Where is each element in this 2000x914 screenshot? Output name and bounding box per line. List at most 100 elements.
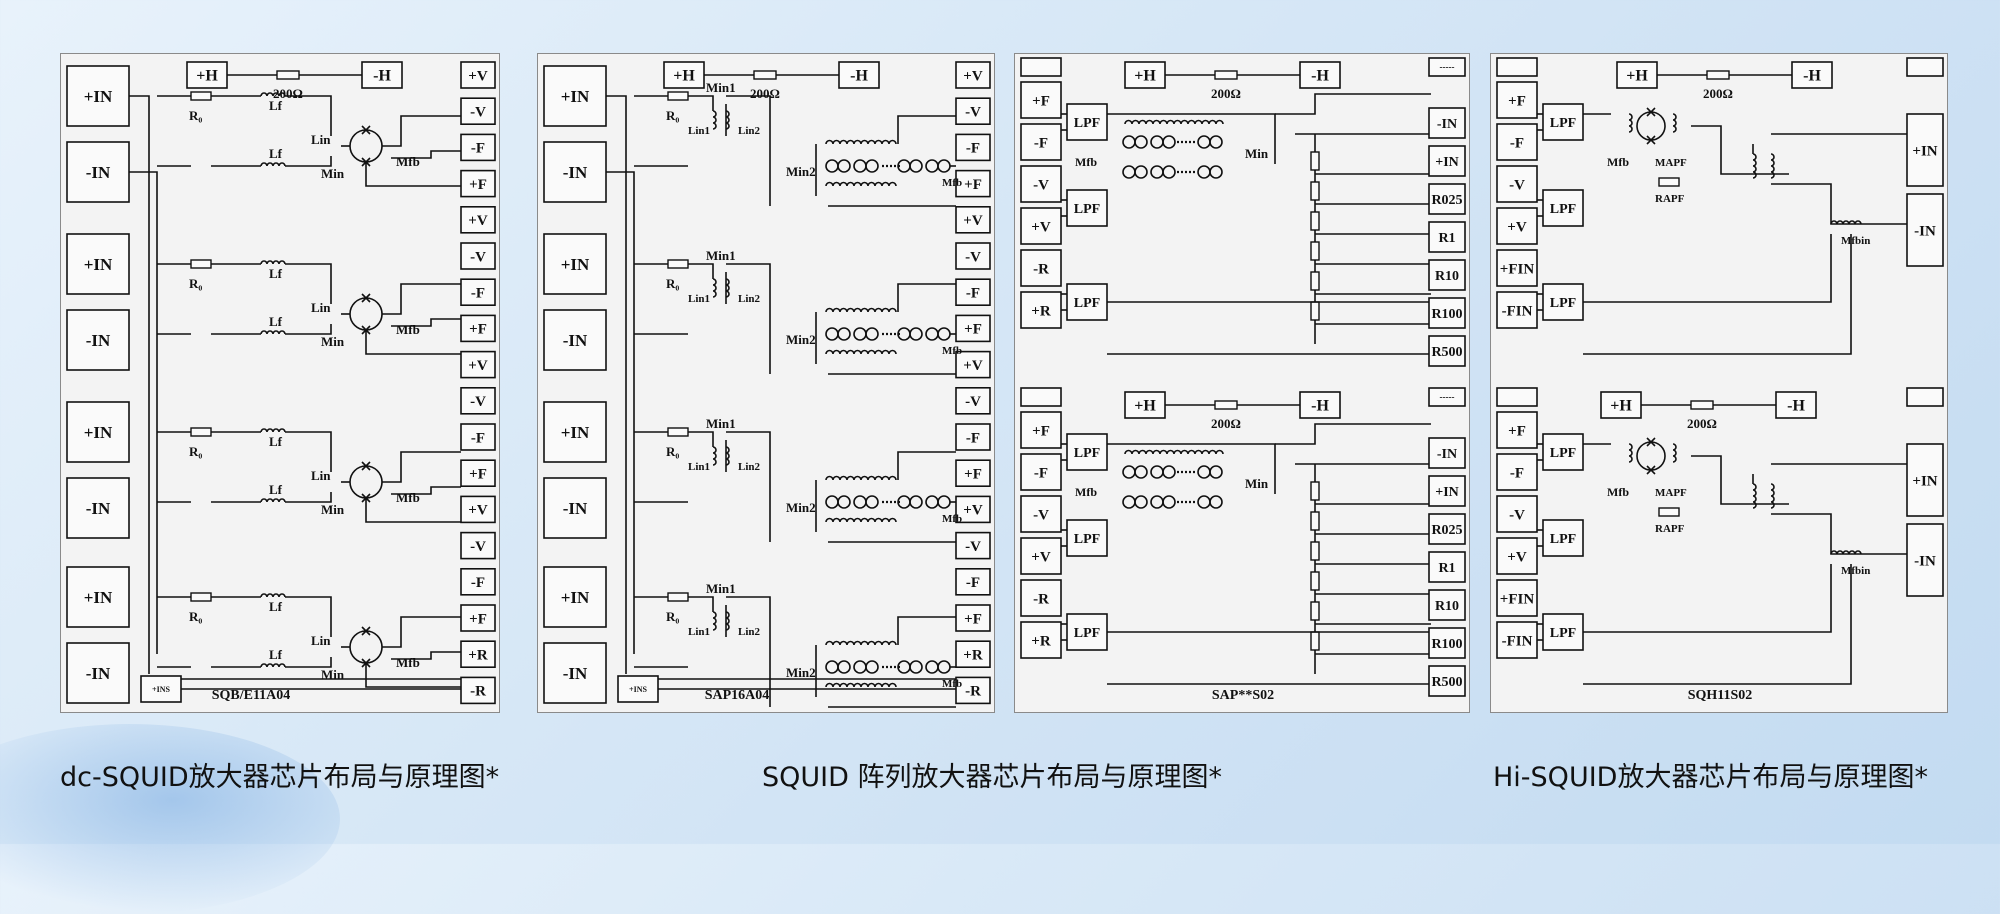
pad-label: -V [470, 394, 486, 410]
resistor [667, 259, 689, 269]
input-pad [543, 233, 607, 295]
array-squid [1122, 495, 1136, 509]
pad-label: LPF [1550, 296, 1576, 311]
pad-label: -F [1510, 135, 1524, 151]
pad-label: -H [1787, 398, 1805, 415]
josephson-junction [361, 461, 371, 471]
pad-label: ----- [1440, 392, 1455, 402]
lin1-label: Lin1 [688, 626, 710, 638]
array-squid [909, 495, 923, 509]
pad-label: -F [471, 430, 485, 446]
pad-label: +V [963, 503, 983, 519]
output-pad [955, 423, 991, 451]
array-squid [1197, 165, 1211, 179]
array-squid [837, 495, 851, 509]
output-pad [955, 133, 991, 162]
josephson-junction [1646, 465, 1656, 475]
lin-label: Lin [311, 132, 331, 147]
output-pad [460, 386, 496, 415]
pad-label: -H [373, 68, 391, 85]
array-squid [937, 495, 951, 509]
inductor [260, 428, 286, 433]
r0-label: R₀ [666, 276, 679, 291]
inductor [1672, 113, 1677, 133]
josephson-junction [1646, 135, 1656, 145]
control-pad [1020, 291, 1062, 329]
pad-label: +IN [1435, 155, 1459, 170]
min-label: Min [321, 502, 345, 517]
output-pad [1428, 665, 1466, 697]
pad-label: -V [965, 539, 981, 555]
inductor [1770, 483, 1775, 509]
array-squid [825, 495, 839, 509]
array-squid [1162, 465, 1176, 479]
array-squid [1197, 135, 1211, 149]
array-squid [925, 159, 939, 173]
inductor [712, 446, 717, 466]
array-squid [853, 660, 867, 674]
array-squid [1162, 135, 1176, 149]
inductor [1752, 153, 1757, 179]
pad-label: +F [1032, 423, 1050, 439]
pad-label: -IN [563, 331, 588, 350]
pad-label: -R [1033, 261, 1049, 277]
control-pad [1020, 165, 1062, 203]
control-pad [1496, 537, 1538, 575]
resistor [1310, 211, 1320, 231]
resistor [753, 70, 777, 80]
pad-label: LPF [1550, 626, 1576, 641]
squid-loop [1636, 111, 1666, 141]
pad-label: R10 [1435, 269, 1459, 284]
pad-label: +H [196, 68, 218, 85]
output-pad [460, 604, 496, 632]
lin2-label: Lin2 [738, 125, 761, 137]
output-pad [1428, 551, 1466, 583]
inductor [260, 92, 286, 97]
caption-dc-squid: dc-SQUID放大器芯片布局与原理图* [60, 762, 500, 793]
mfb-label: Mfb [942, 513, 962, 525]
r0-label: R₀ [189, 108, 202, 123]
chip-schematic-saps02: +H-H200Ω+F-F-V+V-R+RLPFLPFLPFMfbMin-----… [1020, 57, 1466, 703]
array-squid [1209, 135, 1223, 149]
min1-label: Min1 [706, 80, 736, 95]
heater-neg-pad [1299, 61, 1341, 89]
array-squid [825, 327, 839, 341]
output-pad [460, 242, 496, 270]
min2-label: Min2 [786, 500, 816, 515]
chip-schematic-sqb: +H-H200Ω+IN-IN+IN-IN+IN-IN+IN-IN+V-V-F+F… [66, 61, 496, 705]
input-pad [543, 642, 607, 704]
lin-label: Lin [311, 468, 331, 483]
mfb-label: Mfb [1607, 155, 1629, 169]
inductor [825, 349, 897, 355]
input-pad [543, 401, 607, 463]
min2-label: Min2 [786, 332, 816, 347]
resistor [1214, 400, 1238, 410]
resistor [1658, 507, 1680, 517]
blank-marker [1020, 387, 1062, 407]
lpf-block [1066, 283, 1108, 321]
pad-label: LPF [1074, 446, 1100, 461]
lpf-block [1542, 433, 1584, 471]
rapf-label: RAPF [1655, 193, 1685, 205]
pad-label: LPF [1550, 446, 1576, 461]
mfb-label: Mfb [1607, 485, 1629, 499]
array-squid [1122, 135, 1136, 149]
pad-label: LPF [1074, 532, 1100, 547]
output-pad [955, 676, 991, 705]
pad-label: +INS [629, 685, 647, 694]
array-squid [925, 495, 939, 509]
pad-label: -V [470, 104, 486, 120]
lin2-label: Lin2 [738, 461, 761, 473]
resistor [190, 427, 212, 437]
inductor [260, 663, 286, 668]
output-pad [1906, 193, 1944, 267]
inductor [825, 139, 897, 145]
resistor [667, 91, 689, 101]
pad-label: -IN [1914, 223, 1936, 239]
inductor [825, 475, 897, 481]
output-pad [955, 640, 991, 669]
resistor [1310, 301, 1320, 321]
pad-label: +F [469, 177, 487, 193]
pad-label: R100 [1431, 307, 1462, 322]
pad-label: -H [1803, 68, 1821, 85]
